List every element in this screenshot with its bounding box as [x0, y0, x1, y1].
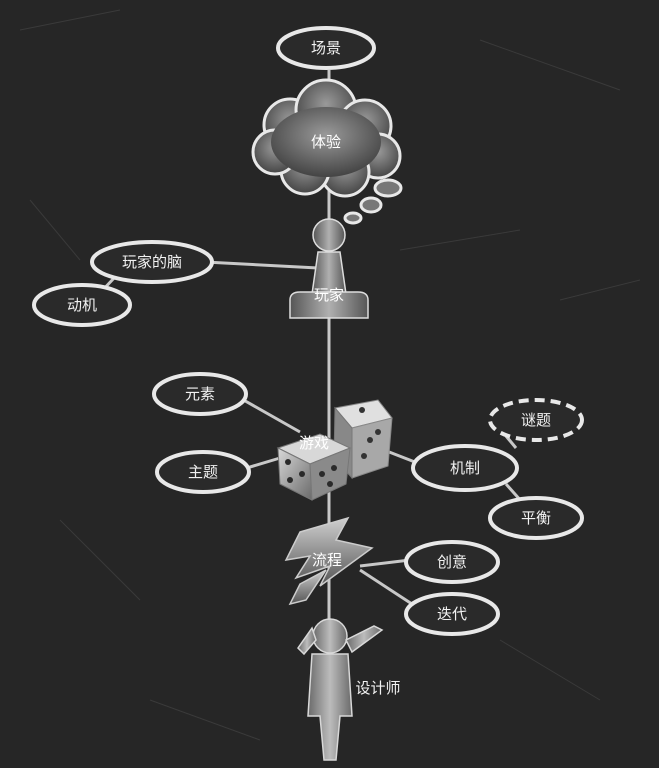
player-mind-node: 玩家的脑: [90, 240, 214, 284]
experience-cloud: 体验: [251, 78, 402, 198]
designer-label: 设计师: [355, 679, 400, 697]
game-dice: 游戏: [276, 399, 393, 501]
process-label: 流程: [312, 551, 342, 569]
line-process-creativity: [359, 558, 411, 568]
player-mind-label: 玩家的脑: [122, 253, 182, 271]
iteration-node: 迭代: [404, 592, 500, 636]
motivation-label: 动机: [67, 296, 97, 314]
designer-figure: [297, 618, 384, 761]
elements-node: 元素: [152, 372, 248, 416]
scene-node: 场景: [276, 26, 376, 70]
elements-label: 元素: [185, 385, 215, 403]
mechanics-label: 机制: [450, 459, 480, 477]
mechanics-node: 机制: [411, 444, 519, 492]
player-label: 玩家: [314, 286, 344, 304]
experience-label: 体验: [311, 133, 341, 151]
creativity-node: 创意: [404, 540, 500, 584]
player-pawn: 玩家: [289, 218, 369, 319]
line-elements-game: [239, 396, 301, 434]
line-mechanics-puzzles: [504, 435, 518, 449]
line-process-iteration: [359, 568, 413, 606]
motivation-node: 动机: [32, 283, 132, 327]
theme-node: 主题: [155, 450, 251, 494]
thought-bubbles: [343, 178, 403, 225]
creativity-label: 创意: [437, 553, 467, 571]
line-mind-player: [204, 260, 319, 270]
background-scratches: [19, 9, 641, 741]
balance-label: 平衡: [521, 509, 551, 527]
puzzles-label: 谜题: [521, 411, 551, 429]
process-bolt: 流程: [284, 516, 374, 606]
scene-label: 场景: [311, 39, 341, 57]
game-label: 游戏: [299, 434, 329, 452]
balance-node: 平衡: [488, 496, 584, 540]
iteration-label: 迭代: [437, 605, 467, 623]
puzzles-node: 谜题: [488, 398, 584, 442]
theme-label: 主题: [188, 463, 218, 481]
